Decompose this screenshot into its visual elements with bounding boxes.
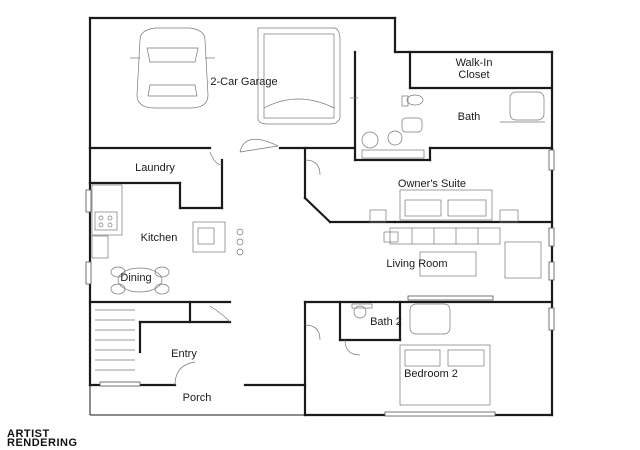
room-label-bedroom2: Bedroom 2	[404, 368, 458, 380]
room-label-owners-suite: Owner's Suite	[398, 178, 466, 190]
room-label-living-room: Living Room	[386, 258, 447, 270]
room-label-laundry: Laundry	[135, 162, 175, 174]
bath-fixtures	[361, 91, 545, 159]
room-label-bath2: Bath 2	[370, 316, 402, 328]
room-label-walkin-closet-1: Walk-In	[456, 57, 493, 69]
room-label-porch: Porch	[183, 392, 212, 404]
room-label-bath: Bath	[458, 111, 481, 123]
car-right	[257, 27, 358, 125]
artist-rendering-line1: ARTIST	[7, 428, 50, 440]
room-label-garage: 2-Car Garage	[210, 76, 277, 88]
porch-outline	[89, 361, 305, 416]
room-label-dining: Dining	[120, 272, 151, 284]
car-left	[130, 27, 215, 109]
owners-suite-furniture	[304, 159, 519, 223]
windows	[85, 149, 555, 417]
kitchen-fixtures	[91, 151, 244, 259]
room-label-kitchen: Kitchen	[141, 232, 178, 244]
water-heater	[361, 131, 379, 149]
dining-table	[110, 266, 170, 295]
room-label-entry: Entry	[171, 348, 197, 360]
garage-door-swing	[239, 138, 279, 153]
artist-rendering-line2: RENDERING	[7, 437, 78, 449]
bath2-fixtures	[351, 303, 451, 335]
bedroom2-bed	[304, 324, 491, 406]
living-furniture	[383, 227, 542, 279]
stairs	[95, 305, 231, 371]
room-label-walkin-closet-2: Closet	[458, 69, 489, 81]
